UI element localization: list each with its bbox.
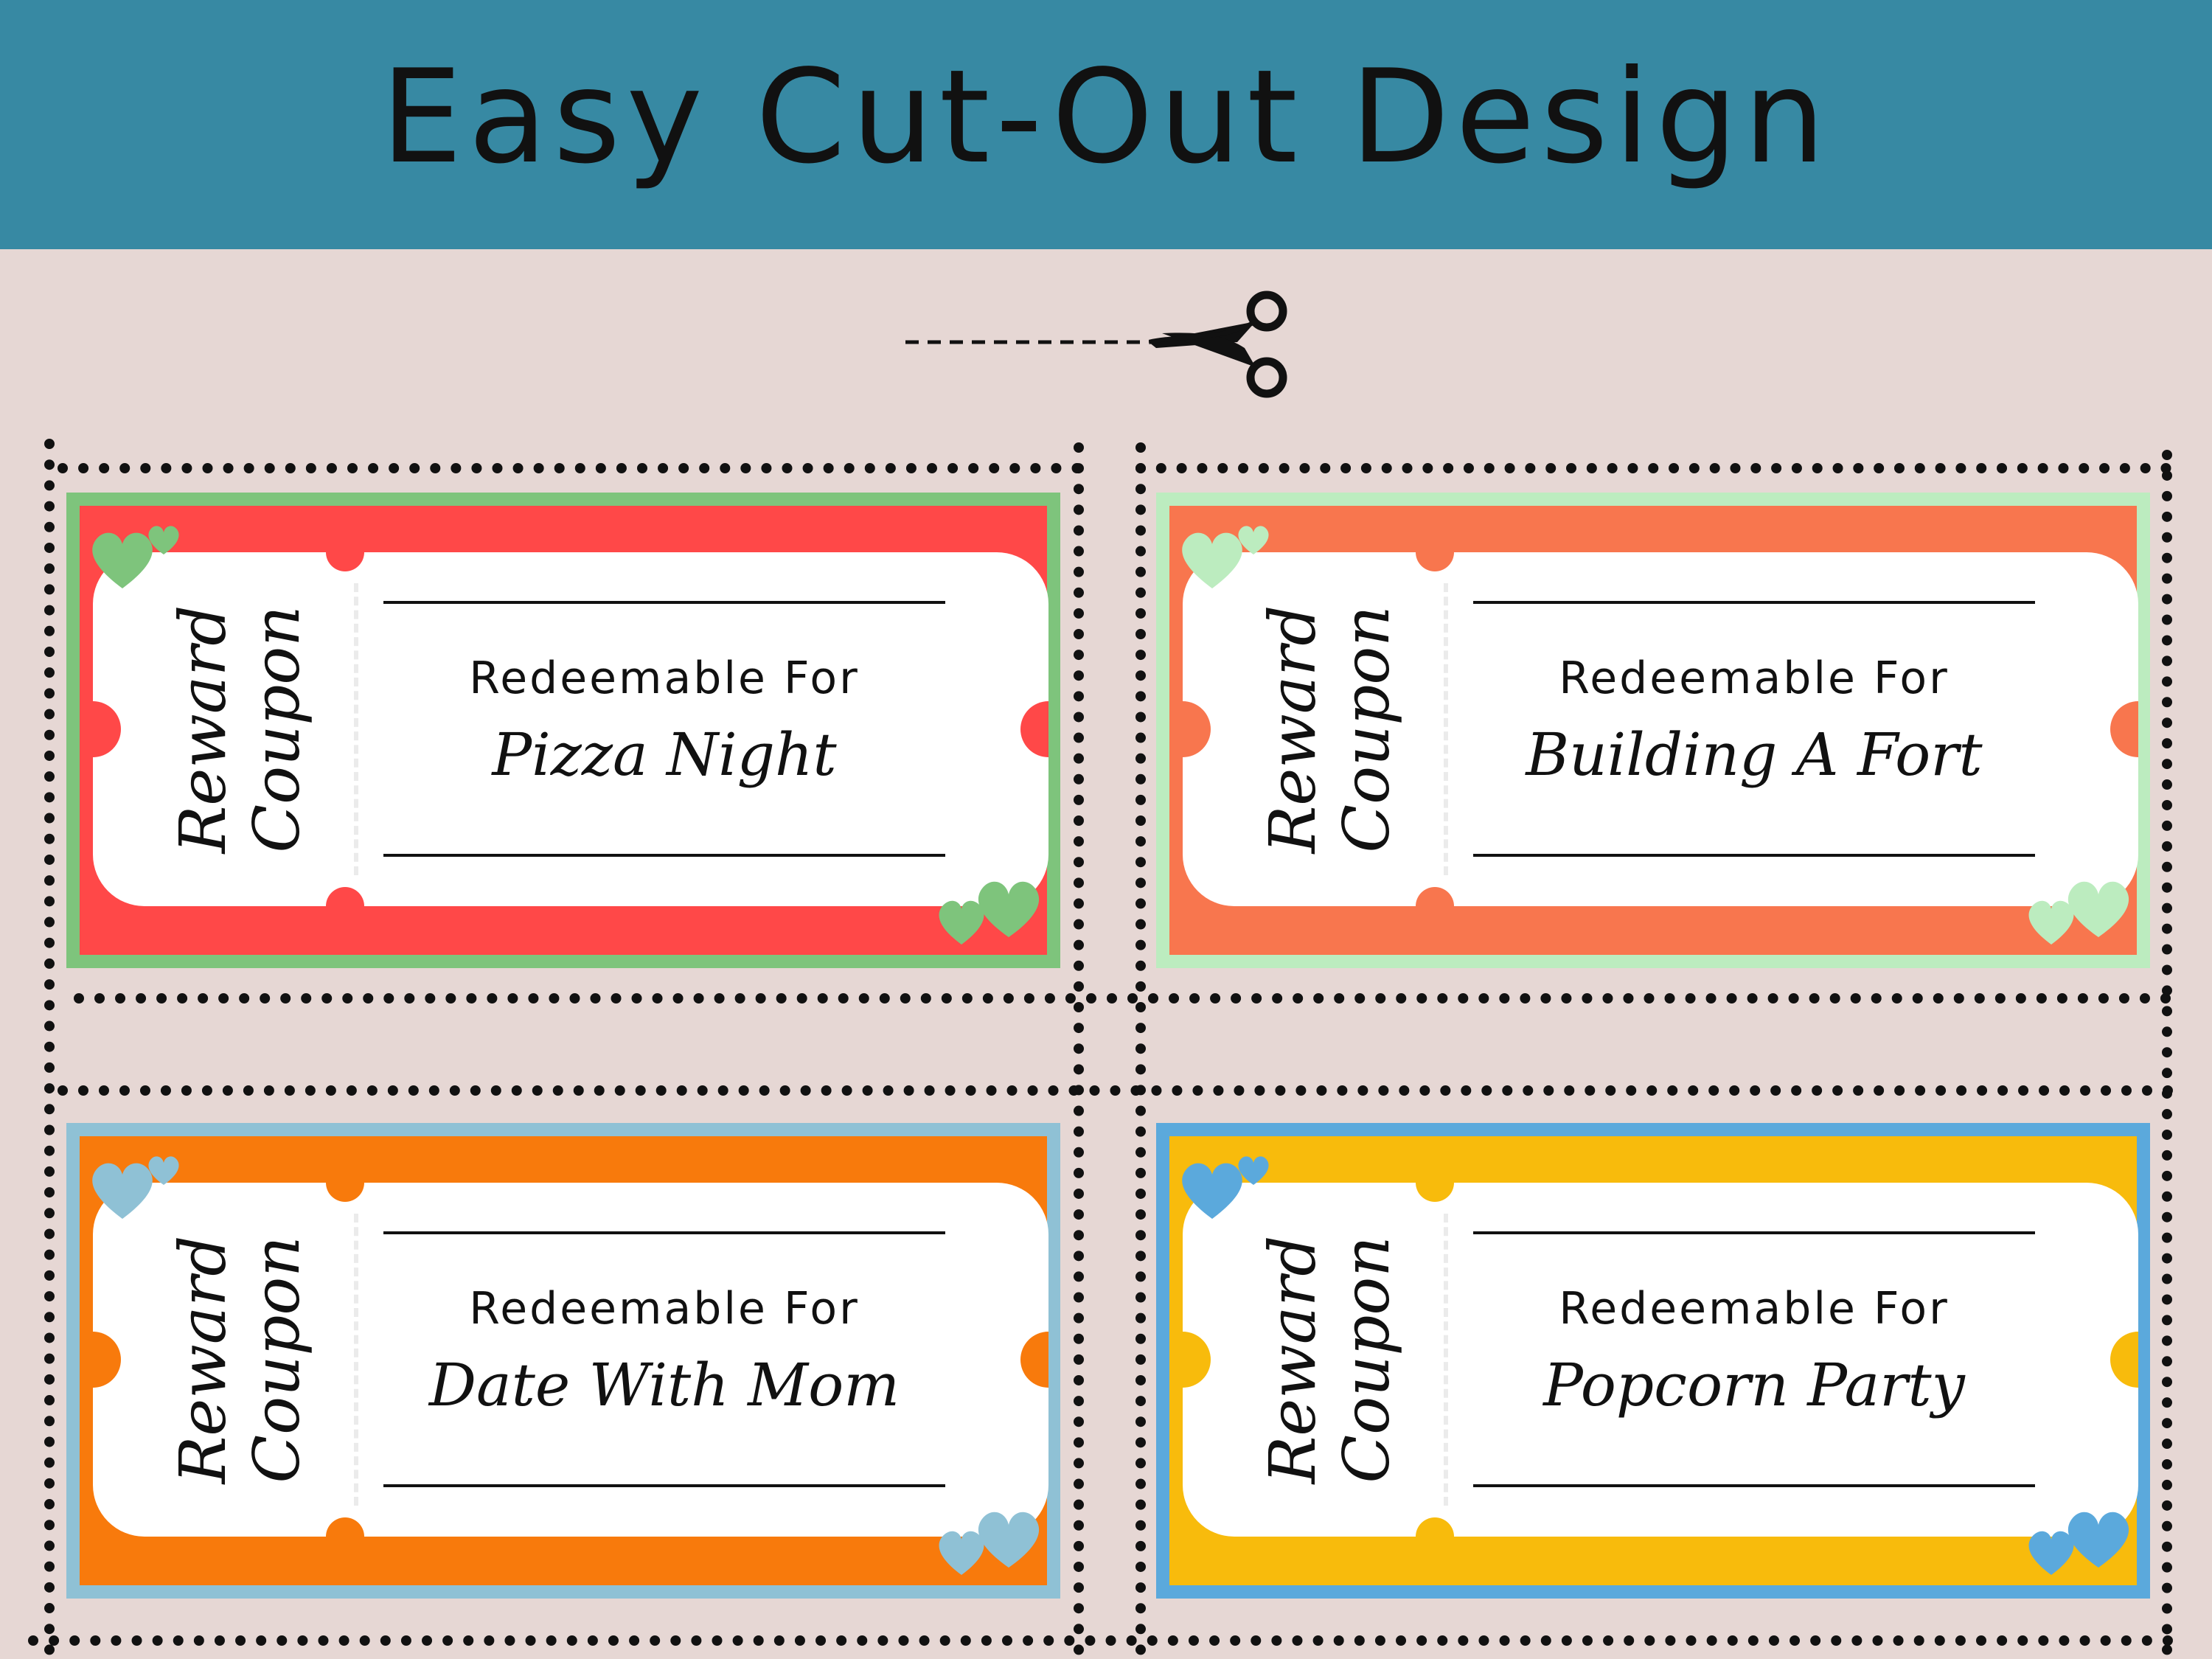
cut-line — [58, 463, 1082, 473]
cut-line — [74, 993, 2171, 1004]
perforation-line — [1444, 583, 1448, 875]
cut-line — [1074, 442, 1084, 1655]
ticket-stub: Reward Coupon — [137, 1205, 344, 1514]
coupon-card: Reward Coupon Redeemable For Popcorn Par… — [1156, 1123, 2150, 1599]
ticket-stub: Reward Coupon — [1227, 574, 1433, 884]
dashed-guide-line — [905, 340, 1149, 344]
hearts-icon — [1182, 1156, 1269, 1219]
scissors-icon — [1149, 291, 1287, 398]
stub-title: Reward Coupon — [167, 1205, 314, 1514]
ticket-stub: Reward Coupon — [1227, 1205, 1433, 1514]
redeem-label: Redeemable For — [1559, 653, 1950, 704]
cut-line — [28, 1635, 2174, 1646]
hearts-icon — [1182, 526, 1269, 588]
stub-line: Coupon — [240, 605, 314, 853]
redeem-label: Redeemable For — [469, 1283, 860, 1335]
ticket-stub: Reward Coupon — [137, 574, 344, 884]
ticket-shape — [1183, 1183, 2138, 1537]
cut-line — [1135, 442, 1146, 1655]
perforation-line — [354, 583, 358, 875]
stub-title: Reward Coupon — [1256, 574, 1404, 884]
reward-text: Popcorn Party — [1543, 1351, 1965, 1419]
stub-line: Coupon — [1330, 1236, 1404, 1484]
hearts-icon — [2028, 1512, 2129, 1575]
stub-line: Reward — [167, 605, 240, 854]
writing-line — [1473, 1484, 2035, 1487]
stub-line: Reward — [167, 1235, 240, 1484]
perforation-line — [1444, 1214, 1448, 1506]
stub-line: Reward — [1256, 1235, 1330, 1484]
stub-title: Reward Coupon — [167, 574, 314, 884]
writing-line — [383, 1231, 945, 1234]
perforation-line — [354, 1214, 358, 1506]
hearts-icon — [2028, 881, 2129, 945]
cut-line — [2162, 450, 2172, 1655]
stub-line: Coupon — [1330, 605, 1404, 853]
writing-line — [383, 601, 945, 604]
coupon-card: Reward Coupon Redeemable For Date With M… — [66, 1123, 1060, 1599]
writing-line — [1473, 601, 2035, 604]
ticket-shape — [93, 552, 1048, 906]
stub-title: Reward Coupon — [1256, 1205, 1404, 1514]
reward-text: Pizza Night — [492, 720, 837, 789]
ticket-body: Reward Coupon Redeemable For Building A … — [1183, 552, 2138, 906]
hearts-icon — [939, 1512, 1040, 1575]
cut-line — [1135, 463, 2171, 473]
header-banner: Easy Cut-Out Design — [0, 0, 2212, 249]
redeem-label: Redeemable For — [1559, 1283, 1950, 1335]
page-title: Easy Cut-Out Design — [380, 42, 1832, 192]
ticket-body: Reward Coupon Redeemable For Popcorn Par… — [1183, 1183, 2138, 1537]
writing-line — [383, 854, 945, 857]
cut-line — [58, 1085, 2174, 1096]
hearts-icon — [939, 881, 1040, 945]
ticket-body: Reward Coupon Redeemable For Pizza Night — [93, 552, 1048, 906]
hearts-icon — [92, 526, 179, 588]
stub-line: Reward — [1256, 605, 1330, 854]
writing-line — [1473, 854, 2035, 857]
hearts-icon — [92, 1156, 179, 1219]
ticket-shape — [93, 1183, 1048, 1537]
coupon-card: Reward Coupon Redeemable For Pizza Night — [66, 493, 1060, 968]
writing-line — [383, 1484, 945, 1487]
reward-text: Date With Mom — [428, 1351, 900, 1419]
redeem-label: Redeemable For — [469, 653, 860, 704]
coupon-card: Reward Coupon Redeemable For Building A … — [1156, 493, 2150, 968]
ticket-shape — [1183, 552, 2138, 906]
ticket-body: Reward Coupon Redeemable For Date With M… — [93, 1183, 1048, 1537]
writing-line — [1473, 1231, 2035, 1234]
cut-guide — [905, 289, 1304, 407]
reward-text: Building A Fort — [1526, 720, 1983, 789]
cut-line — [44, 439, 55, 1655]
stub-line: Coupon — [240, 1236, 314, 1484]
